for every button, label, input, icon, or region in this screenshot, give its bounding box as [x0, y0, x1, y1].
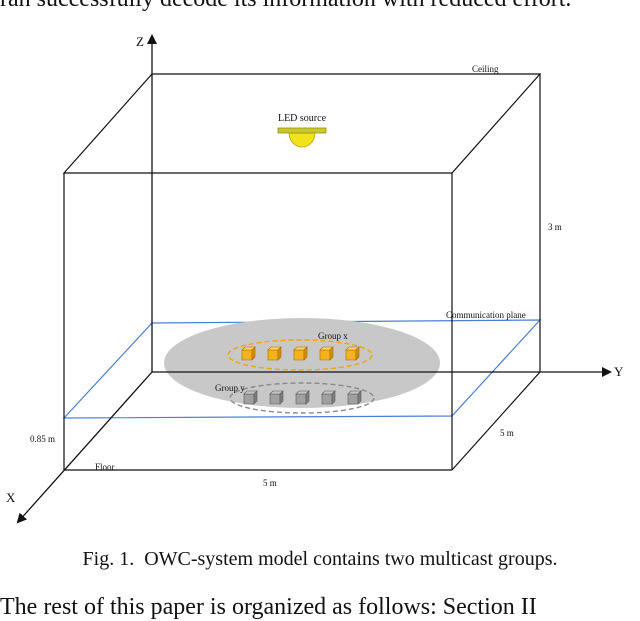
depth-label: 5 m	[500, 428, 514, 438]
axis-x-label: X	[6, 490, 16, 505]
group-y-user	[321, 390, 336, 405]
communication-plane-label: Communication plane	[446, 310, 526, 320]
body-text-top: ran successfully decode its information …	[0, 0, 640, 13]
plane-height-label: 0.85 m	[30, 434, 55, 444]
x-axis	[16, 371, 153, 524]
group-x-user	[293, 346, 308, 361]
axis-y-label: Y	[614, 364, 624, 379]
axis-z-label: Z	[136, 34, 144, 49]
room-box	[62, 73, 542, 471]
coverage-ellipse	[164, 318, 440, 408]
group-x-user	[319, 346, 334, 361]
group-y-user	[243, 390, 258, 405]
led-source	[277, 127, 327, 148]
led-source-label: LED source	[278, 113, 327, 124]
led-bulb-icon	[288, 132, 316, 148]
width-label: 5 m	[263, 478, 277, 488]
group-y-users	[243, 390, 362, 405]
group-x-label: Group x	[318, 331, 348, 341]
group-y-user	[295, 390, 310, 405]
group-x-users	[241, 346, 360, 361]
group-y-label: Group y	[215, 383, 245, 393]
group-x-user	[241, 346, 256, 361]
group-y-user	[269, 390, 284, 405]
group-x-user	[345, 346, 360, 361]
group-y-user	[347, 390, 362, 405]
group-x-ring	[227, 339, 373, 371]
height-label: 3 m	[548, 222, 562, 232]
owc-system-figure: Z Y X Ceiling LED source 3 m Communicati…	[6, 34, 624, 524]
caption-text: OWC-system model contains two multicast …	[144, 548, 558, 570]
group-y-ring	[229, 382, 375, 414]
ceiling-label: Ceiling	[472, 64, 499, 74]
figure-caption: Fig. 1. OWC-system model contains two mul…	[0, 548, 640, 571]
floor-label: Floor	[95, 462, 115, 472]
led-fixture	[277, 127, 327, 134]
group-x-user	[267, 346, 282, 361]
caption-label: Fig. 1.	[82, 548, 135, 570]
body-text-bottom: The rest of this paper is organized as f…	[0, 594, 537, 620]
